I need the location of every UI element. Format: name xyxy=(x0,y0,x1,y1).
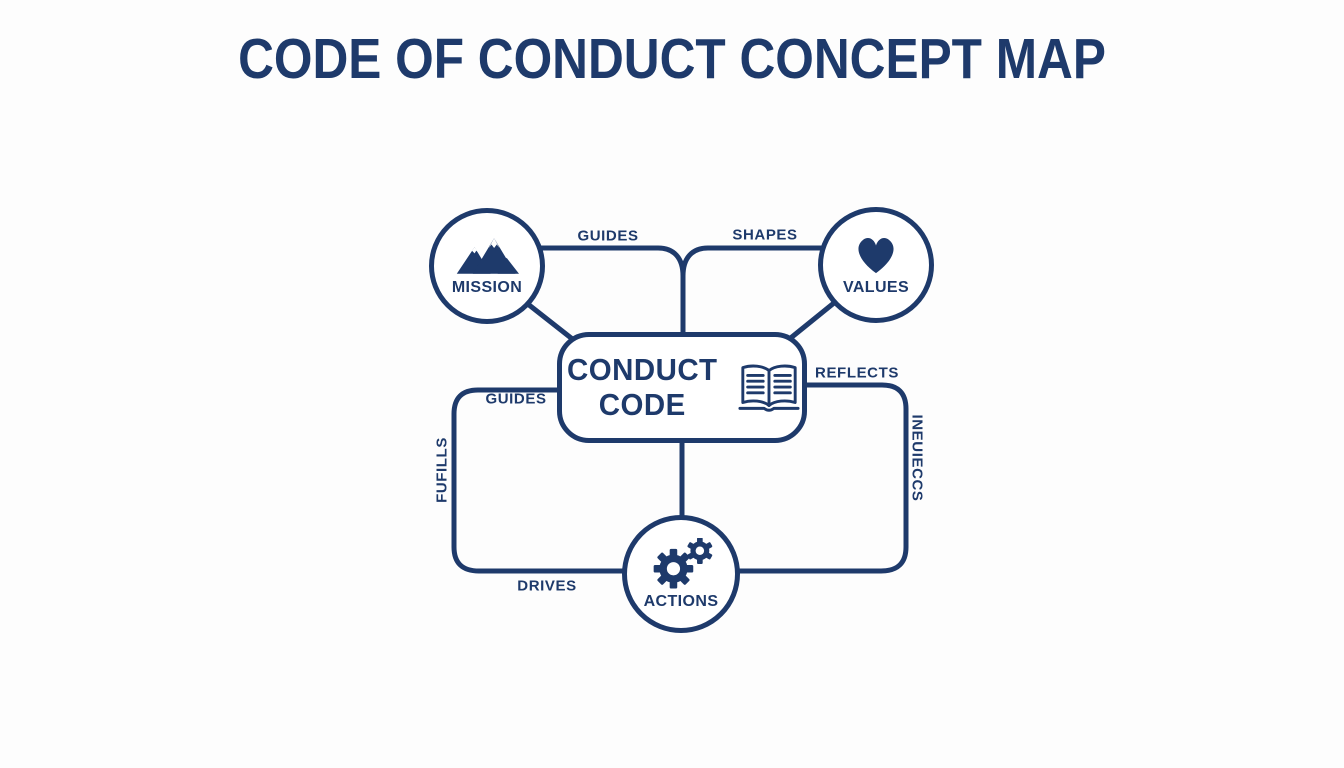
conduct-code-line1: CONDUCT xyxy=(566,351,718,387)
edge-code-to-actions-left-loop xyxy=(451,387,663,574)
mountains-icon xyxy=(455,236,519,276)
edge-label-guides-top: GUIDES xyxy=(577,227,639,245)
values-label: VALUES xyxy=(842,278,910,296)
node-conduct-code: CONDUCT CODE xyxy=(557,332,807,443)
edge-label-influences-vertical: INEUIECCS xyxy=(908,414,926,502)
edge-label-shapes: SHAPES xyxy=(732,226,798,244)
edge-label-drives: DRIVES xyxy=(517,577,577,595)
heart-icon xyxy=(853,234,899,276)
gears-icon xyxy=(648,537,714,590)
mission-label: MISSION xyxy=(451,278,523,296)
edge-code-to-actions-right-loop xyxy=(697,382,909,574)
node-mission: MISSION xyxy=(429,208,545,324)
edge-label-guides-left: GUIDES xyxy=(485,390,547,408)
conduct-code-line2: CODE xyxy=(598,386,686,422)
page-title: CODE OF CONDUCT CONCEPT MAP xyxy=(238,27,1106,91)
edge-label-fulfills-vertical: FUFILLS xyxy=(433,437,451,503)
actions-label: ACTIONS xyxy=(643,592,719,610)
node-values: VALUES xyxy=(818,207,934,323)
edge-label-reflects: REFLECTS xyxy=(815,364,899,382)
conduct-code-label: CONDUCT CODE xyxy=(566,351,718,422)
edge-values-to-code-top xyxy=(680,245,863,279)
node-actions: ACTIONS xyxy=(622,515,740,633)
open-book-icon xyxy=(737,361,801,415)
